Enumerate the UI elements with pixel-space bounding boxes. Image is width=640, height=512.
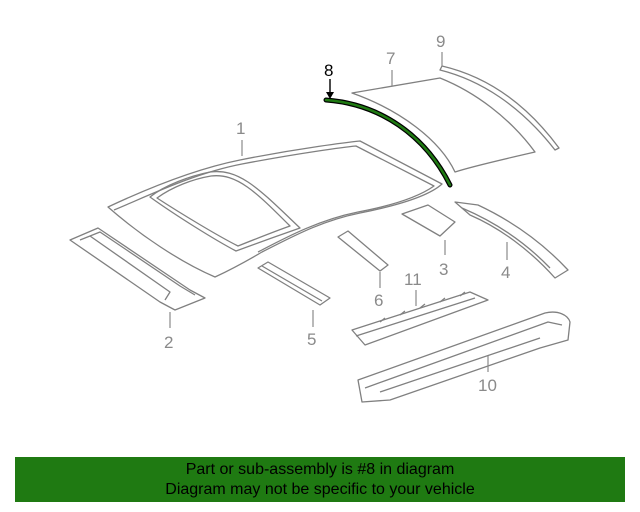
part-9-molding[interactable] bbox=[439, 65, 560, 151]
leader-lines bbox=[169, 52, 508, 372]
callout-8: 8 bbox=[324, 61, 333, 80]
part-7-rear-panel[interactable] bbox=[351, 77, 536, 173]
part-8-weatherstrip[interactable] bbox=[323, 97, 453, 188]
diagram-footer-banner: Part or sub-assembly is #8 in diagram Di… bbox=[15, 457, 625, 502]
part-1-roof-panel[interactable] bbox=[107, 140, 443, 278]
callout-10: 10 bbox=[478, 376, 497, 395]
callout-6: 6 bbox=[374, 291, 383, 310]
callout-4: 4 bbox=[501, 263, 510, 282]
callout-7: 7 bbox=[386, 49, 395, 68]
part-11-reinforcement[interactable] bbox=[351, 291, 489, 346]
part-4-rear-rail[interactable] bbox=[454, 201, 569, 279]
footer-line-2: Diagram may not be specific to your vehi… bbox=[165, 481, 475, 498]
footer-line-1: Part or sub-assembly is #8 in diagram bbox=[185, 461, 455, 478]
part-6-roof-bow[interactable] bbox=[337, 230, 389, 272]
callout-1: 1 bbox=[236, 119, 245, 138]
part-10-side-rail[interactable] bbox=[357, 311, 571, 403]
part-3-bracket[interactable] bbox=[401, 204, 456, 237]
callout-3: 3 bbox=[439, 260, 448, 279]
part-2-front-header[interactable] bbox=[69, 227, 206, 311]
callout-9: 9 bbox=[436, 32, 445, 51]
callout-2: 2 bbox=[164, 333, 173, 352]
callout-11: 11 bbox=[404, 270, 422, 289]
part-5-roof-bow[interactable] bbox=[257, 261, 331, 306]
callout-5: 5 bbox=[307, 330, 316, 349]
